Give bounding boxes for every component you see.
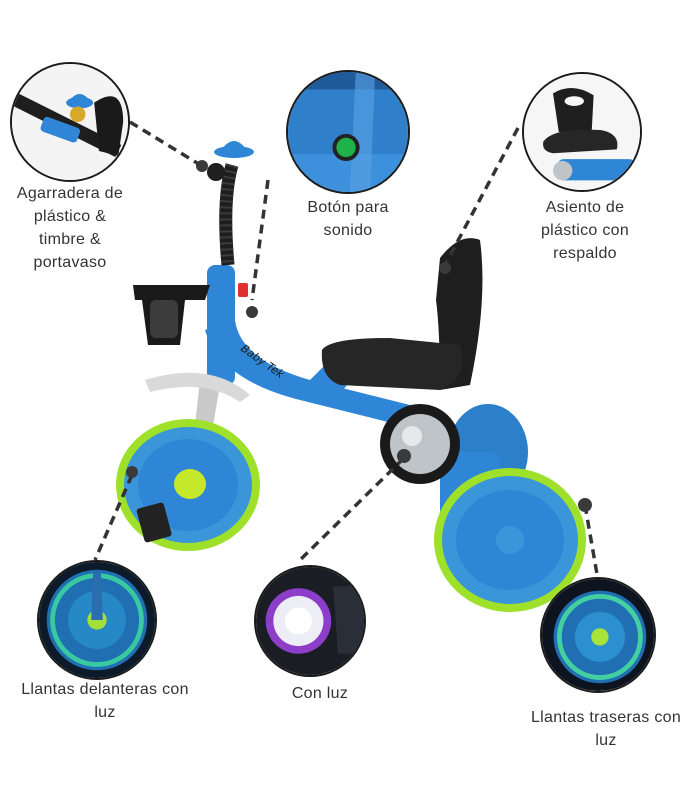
- front-wheel-light-detail-image: [37, 560, 157, 680]
- pedal: [136, 502, 172, 543]
- light-detail-image: [254, 565, 366, 677]
- leader-handlebar: [129, 120, 203, 168]
- handlebar-detail-image: [10, 62, 130, 182]
- seat-detail-image: [522, 72, 642, 192]
- rear-wheel-light-detail-image: [540, 577, 656, 693]
- rear-wheel-caption: Llantas traseras con luz: [530, 709, 682, 749]
- front-mudguard: [145, 372, 250, 402]
- light-caption: Con luz: [291, 685, 349, 702]
- leader-button: [250, 179, 270, 301]
- handlebar-caption: Agarradera de plástico & timbre & portav…: [16, 185, 124, 271]
- leader-front-wheel: [93, 474, 134, 561]
- frame-tube: [205, 320, 430, 430]
- seat: [321, 338, 463, 390]
- dot-rear-wheel: [578, 498, 592, 512]
- front-wheel: [116, 419, 260, 551]
- bell-icon: [220, 141, 248, 152]
- dot-light: [397, 449, 411, 463]
- rear-wheel-front: [434, 468, 586, 612]
- button-caption: Botón para sonido: [307, 199, 389, 239]
- sound-button-red: [238, 283, 248, 297]
- head-tube: [207, 265, 235, 385]
- seat-caption: Asiento de plástico con respaldo: [540, 199, 630, 262]
- leader-seat: [443, 127, 520, 266]
- leader-rear-wheel: [583, 504, 600, 581]
- sound-button-detail-image: [286, 70, 410, 194]
- dot-button: [246, 306, 258, 318]
- front-wheel-caption: Llantas delanteras con luz: [21, 681, 189, 721]
- leader-light: [298, 456, 406, 562]
- green-button-icon: [336, 137, 356, 158]
